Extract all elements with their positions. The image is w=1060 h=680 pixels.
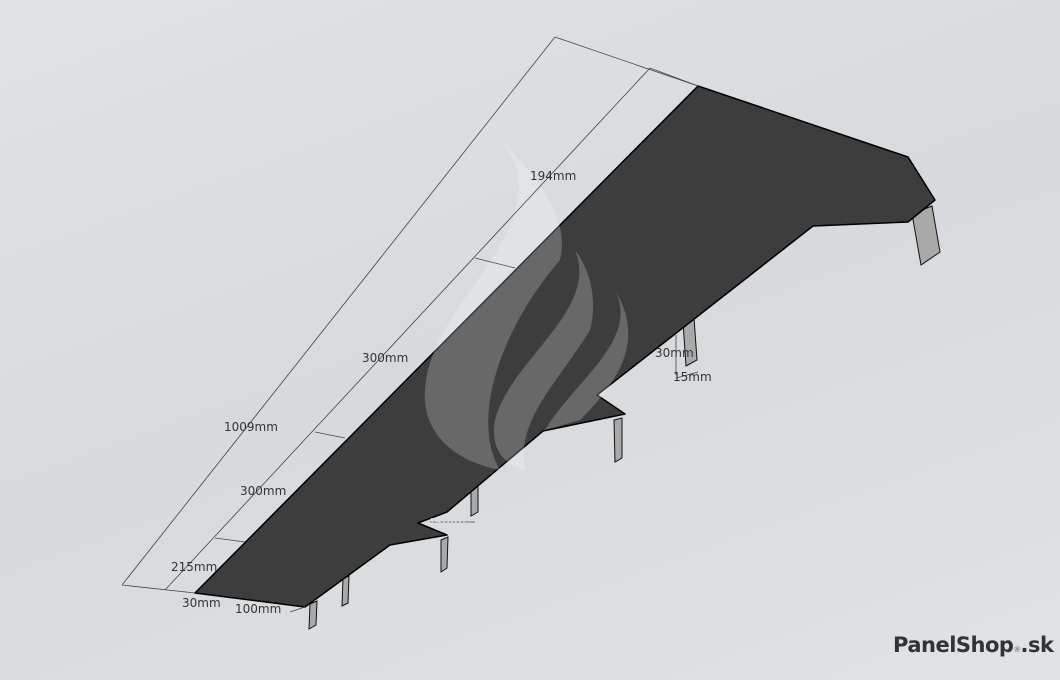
dim-segment-1: 194mm	[530, 169, 576, 183]
dim-tab-height: 30mm	[655, 346, 694, 360]
dim-segment-3: 300mm	[240, 484, 286, 498]
tab	[341, 575, 350, 607]
dim-notch: 45mm	[427, 516, 466, 530]
brand-tld: .sk	[1020, 633, 1054, 657]
dim-tab-offset: 30mm	[182, 596, 221, 610]
dim-segment-2: 300mm	[362, 351, 408, 365]
brand-name: PanelShop	[893, 633, 1014, 657]
flame-watermark	[424, 145, 629, 470]
mounting-tabs	[308, 205, 941, 630]
dimension-lines	[121, 36, 699, 613]
tab	[613, 417, 623, 463]
dim-tab-width: 15mm	[673, 370, 712, 384]
tab	[440, 536, 449, 573]
tab	[308, 600, 318, 630]
flame-icon: ❀	[1013, 645, 1021, 655]
dim-end-width: 100mm	[235, 602, 281, 616]
dim-overall-length: 1009mm	[224, 420, 278, 434]
plate	[194, 85, 936, 608]
brand-logo: PanelShop❀.sk	[893, 633, 1054, 657]
dim-segment-4: 215mm	[171, 560, 217, 574]
